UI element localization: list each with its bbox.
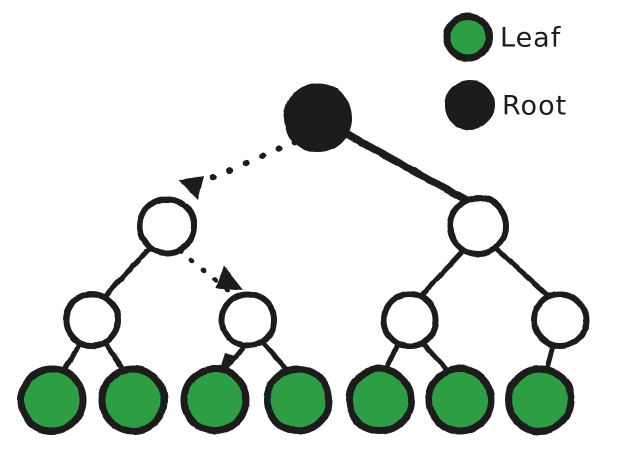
tree-node-internal-right-left[interactable] bbox=[381, 291, 439, 349]
arrowhead-icon-left-to-leftright bbox=[216, 266, 243, 290]
tree-node-leaf-3[interactable] bbox=[180, 365, 250, 435]
legend-item-root[interactable]: Root bbox=[445, 80, 567, 130]
legend: Leaf Root bbox=[443, 12, 567, 130]
legend-label-leaf: Leaf bbox=[500, 23, 562, 54]
edge-line-root-right bbox=[341, 129, 472, 205]
edge-root-to-right-child bbox=[341, 129, 472, 205]
edge-line-r-rr bbox=[492, 245, 552, 299]
tree-node-root[interactable] bbox=[283, 83, 353, 153]
tree-node-leaf-6[interactable] bbox=[425, 365, 495, 435]
tree-node-leaf-2[interactable] bbox=[98, 365, 168, 435]
edge-line-rl-leaf6 bbox=[421, 341, 453, 376]
node-layer bbox=[17, 83, 589, 435]
tree-node-internal-left[interactable] bbox=[137, 196, 197, 256]
legend-swatch-root-icon bbox=[445, 80, 495, 130]
tree-node-leaf-5[interactable] bbox=[345, 365, 415, 435]
edge-left-to-leftleft bbox=[101, 245, 153, 300]
edge-line-root-left bbox=[189, 138, 299, 190]
arrowhead-layer bbox=[178, 176, 243, 372]
tree-node-internal-right-right[interactable] bbox=[531, 291, 589, 349]
edge-root-to-left-child bbox=[189, 138, 299, 190]
legend-label-root: Root bbox=[502, 91, 567, 122]
arrowhead-icon-root-to-left bbox=[178, 176, 204, 200]
legend-swatch-leaf-icon bbox=[443, 12, 493, 62]
tree-node-internal-left-right[interactable] bbox=[219, 291, 277, 349]
edge-line-r-rl bbox=[417, 247, 467, 300]
legend-item-leaf[interactable]: Leaf bbox=[443, 12, 562, 62]
tree-node-leaf-7[interactable] bbox=[505, 365, 575, 435]
tree-node-leaf-1[interactable] bbox=[17, 365, 87, 435]
tree-node-leaf-4[interactable] bbox=[263, 365, 333, 435]
edge-right-to-rightright bbox=[492, 245, 552, 299]
tree-node-internal-right[interactable] bbox=[447, 195, 509, 257]
edge-line-l-ll bbox=[101, 245, 153, 300]
tree-node-internal-left-left[interactable] bbox=[63, 291, 121, 349]
edge-right-to-rightleft bbox=[417, 247, 467, 300]
